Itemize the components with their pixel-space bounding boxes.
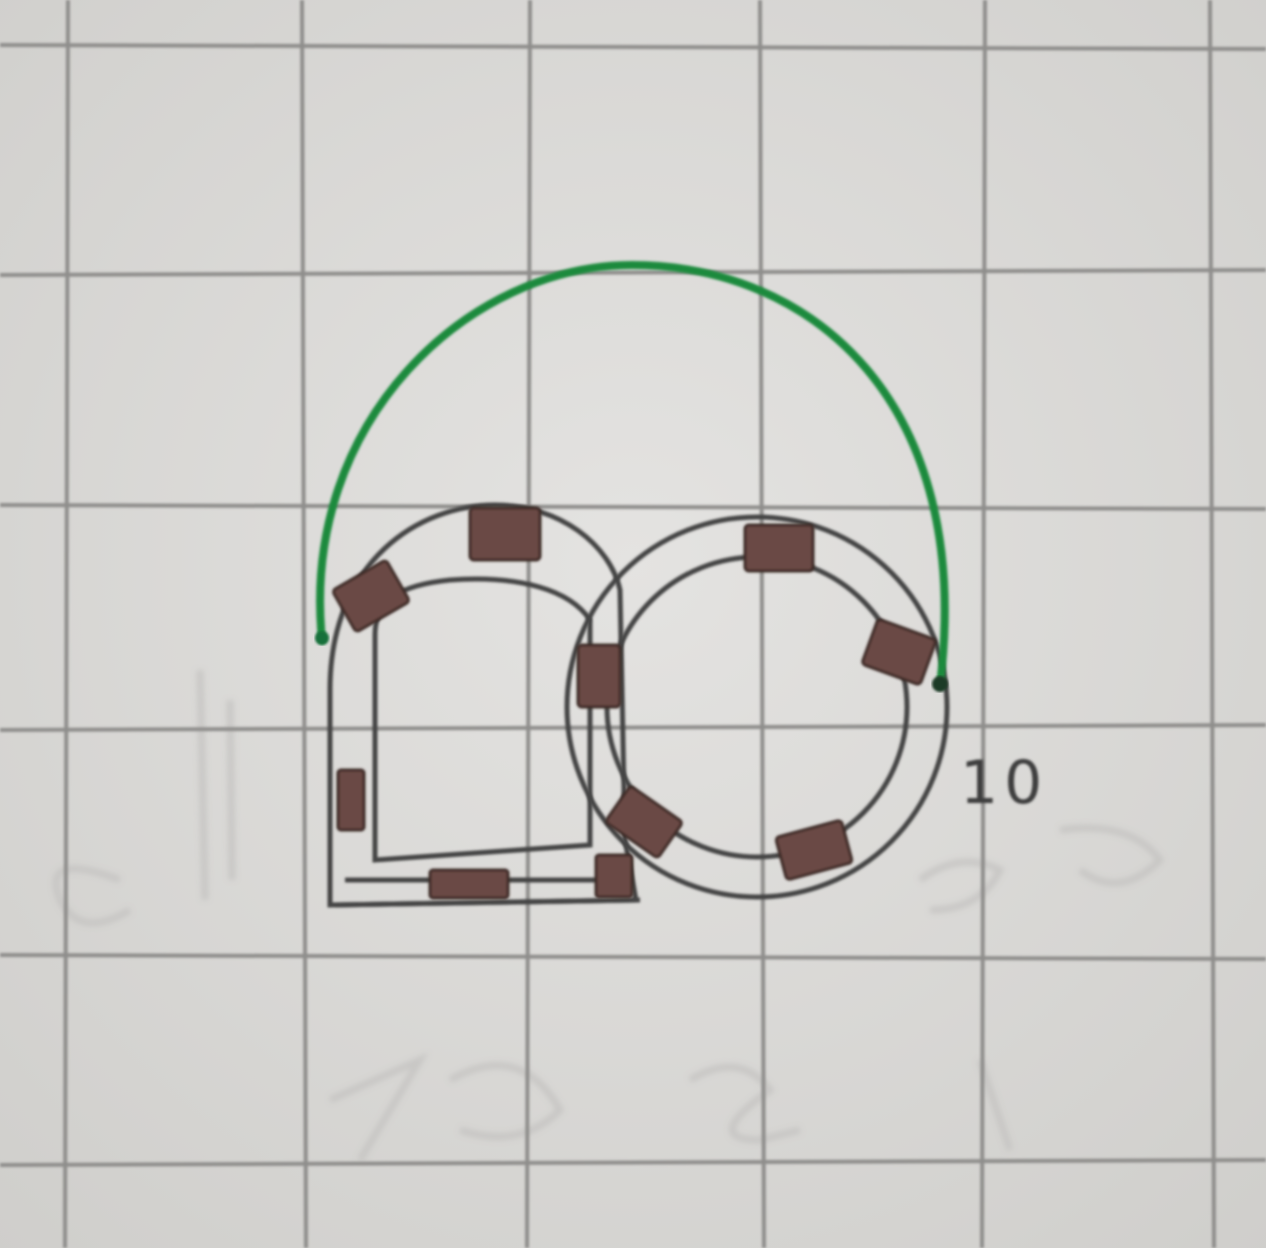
grid-line-horizontal (0, 1158, 1266, 1167)
grid-line-vertical (63, 0, 70, 1248)
show-through-marks (52, 669, 1165, 1162)
brick (332, 559, 410, 633)
handwritten-label: 10 (960, 748, 1048, 818)
arc-start-dot (315, 631, 329, 645)
arc-end-dot (932, 676, 948, 692)
brick (428, 868, 510, 900)
brick (594, 853, 634, 899)
grid-line-vertical (1208, 0, 1216, 1248)
brick (605, 785, 683, 859)
grid-line-horizontal (0, 723, 1266, 732)
brick (774, 819, 854, 881)
brick (743, 523, 815, 573)
grid-line-vertical (525, 0, 532, 1248)
brick (861, 618, 937, 686)
grid-line-horizontal (0, 953, 1266, 961)
circular-ring-bricks (576, 523, 937, 881)
circular-ring-outer-outline (564, 514, 950, 900)
grid-line-horizontal (0, 503, 1266, 511)
grid-line-vertical (758, 0, 766, 1248)
green-arc (316, 260, 949, 689)
brick (576, 643, 622, 709)
grid-line-vertical (300, 0, 308, 1248)
brick (468, 506, 542, 562)
rounded-ring-bricks (332, 506, 634, 900)
grid-line-horizontal (0, 268, 1266, 277)
brick (336, 768, 366, 832)
grid-line-horizontal (0, 43, 1266, 51)
grid-line-vertical (980, 0, 987, 1248)
